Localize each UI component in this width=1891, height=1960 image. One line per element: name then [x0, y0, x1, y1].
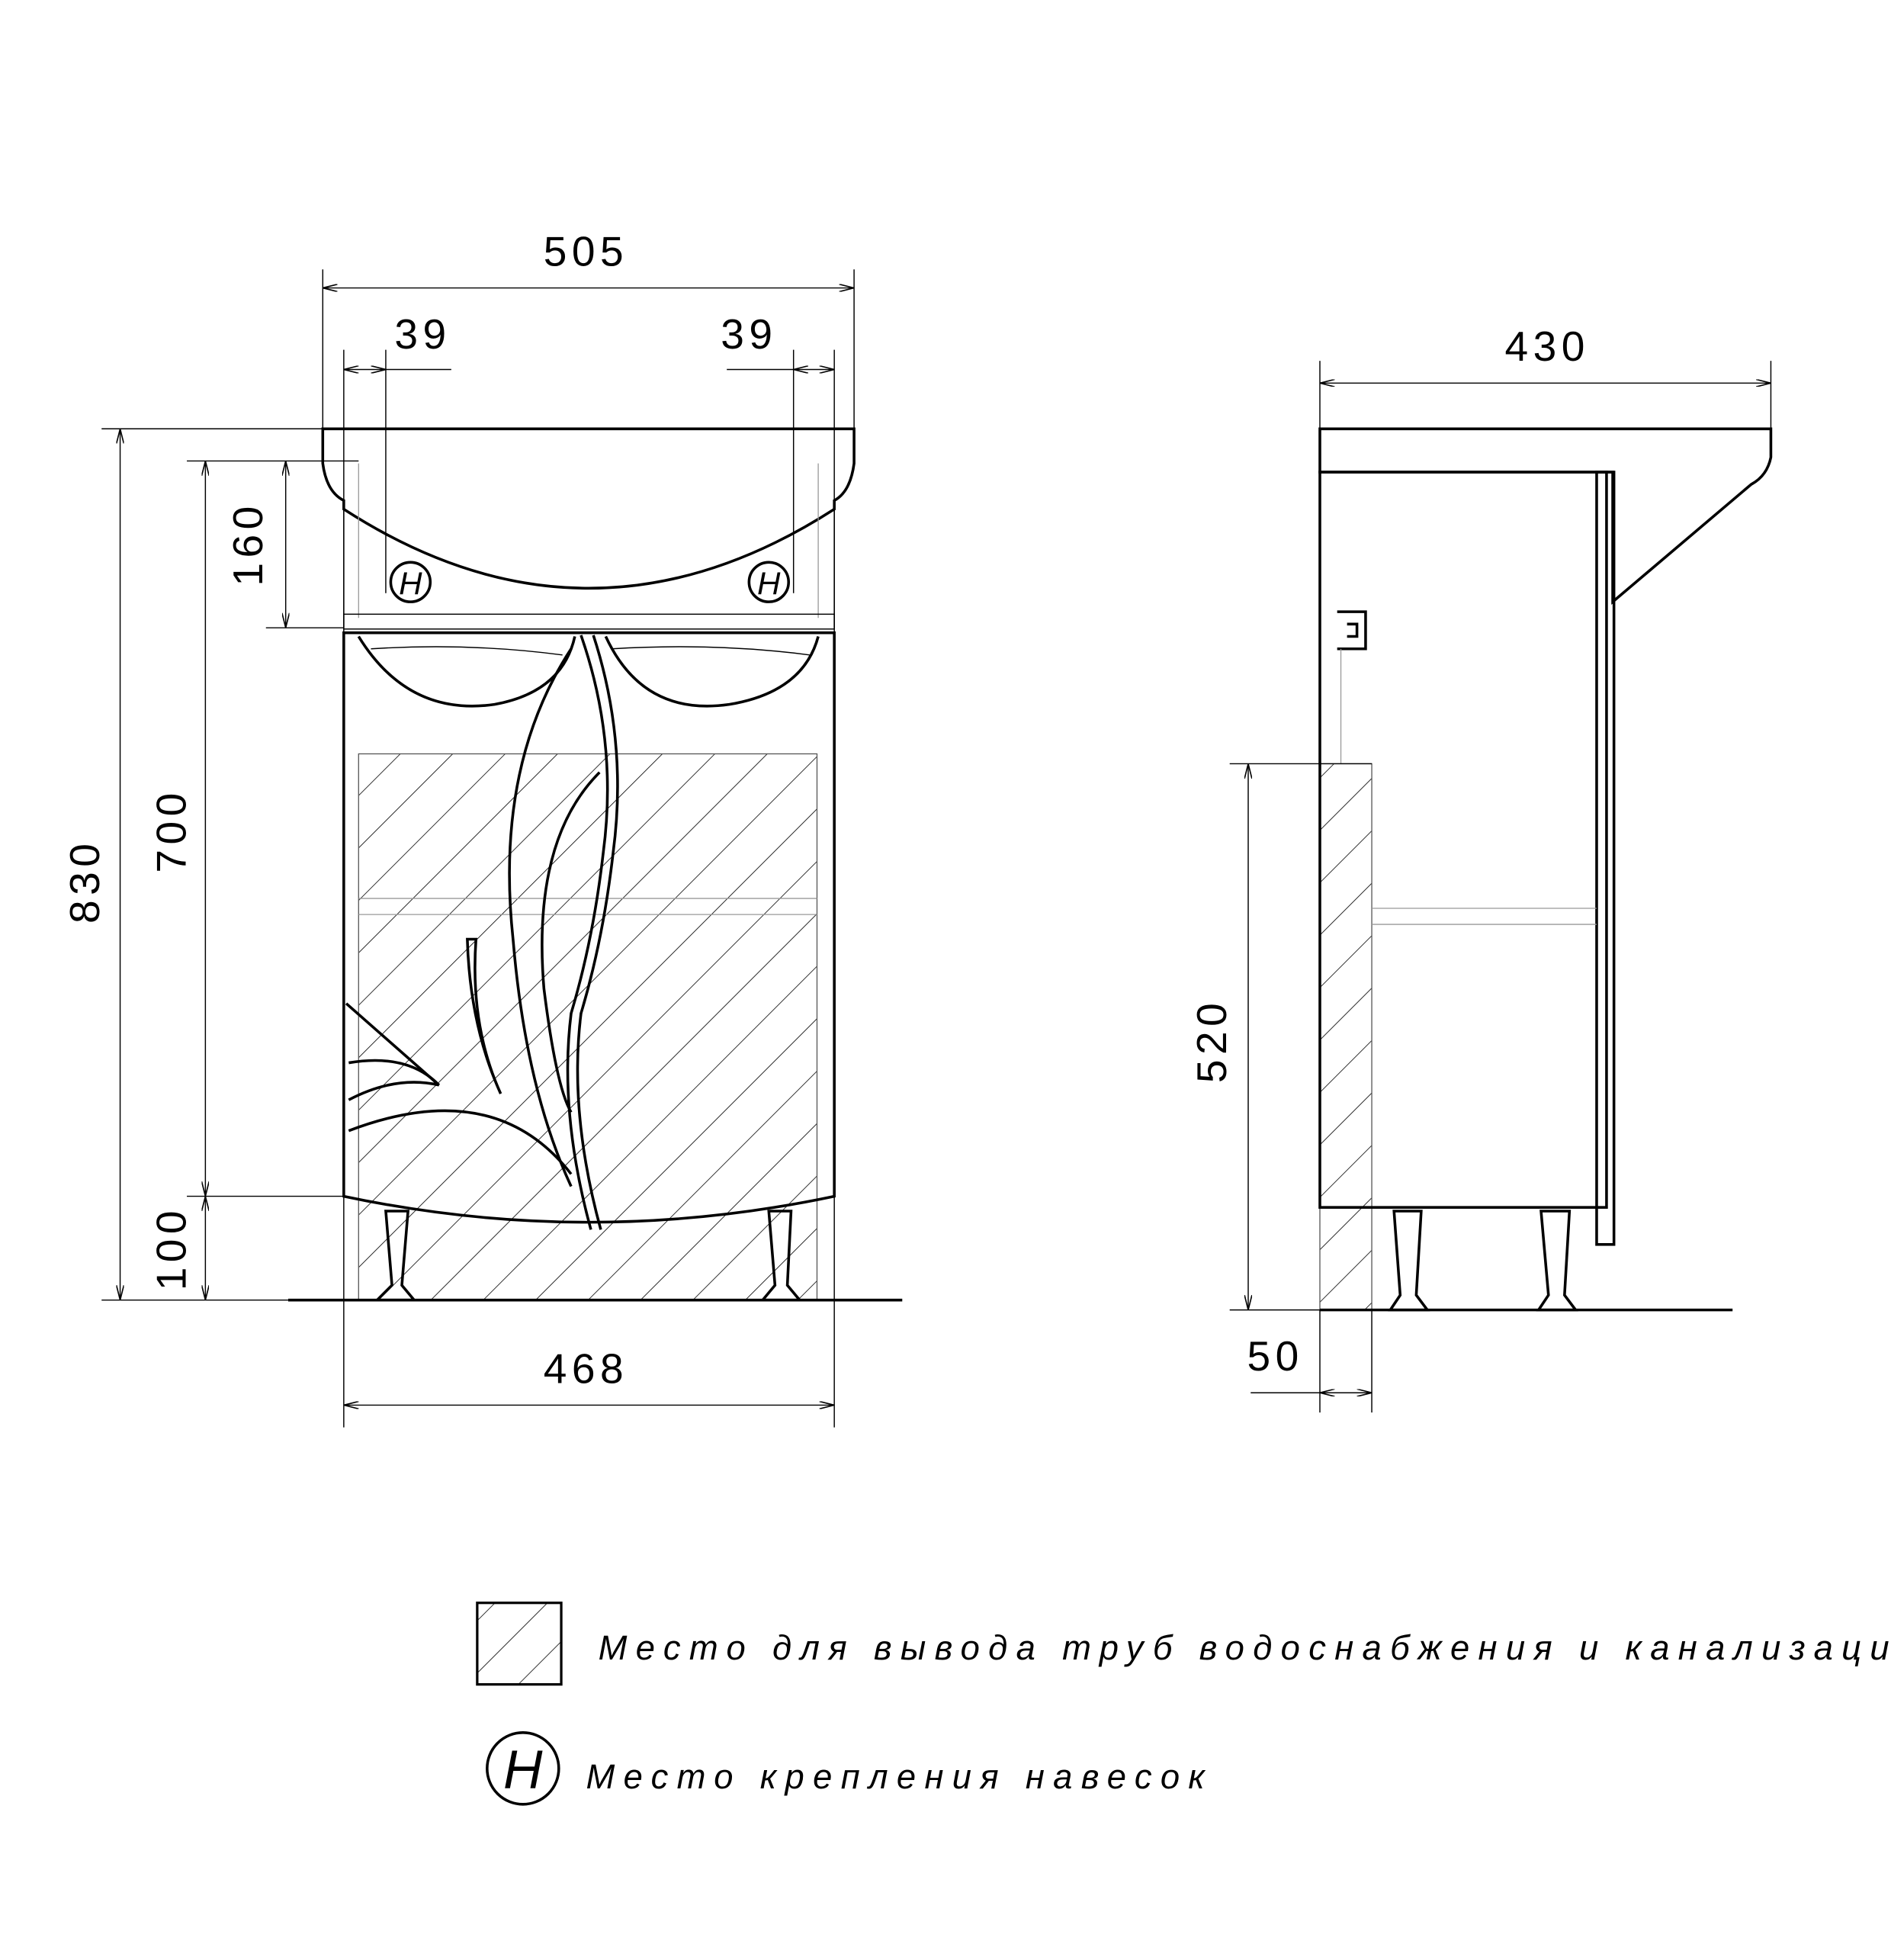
hanger-label: H: [399, 565, 422, 601]
pipe-zone-side: [1319, 763, 1372, 1311]
hinge: [1337, 610, 1367, 651]
leaf-decor: [345, 1002, 440, 1101]
pipe-zone-front: [358, 753, 818, 1301]
door-side: [1595, 471, 1616, 1246]
sink-side: [1318, 427, 1773, 605]
hanger-symbol: H: [503, 1740, 543, 1801]
top-band: [343, 613, 835, 630]
cabinet-side: [1318, 471, 1608, 1209]
leaf-decor: [348, 1059, 440, 1086]
dim-pipe-zone-height: 520: [1188, 998, 1235, 1083]
wave-decor-left: [371, 646, 563, 656]
dim-left-offset: 39: [394, 310, 451, 358]
leg: [1536, 1210, 1578, 1312]
leaf-decor: [466, 937, 502, 1094]
dim-overall-width: 505: [544, 227, 628, 275]
hanger-mark-left: H: [389, 561, 432, 603]
leaf-decor: [508, 647, 573, 1187]
dim-body-height: 700: [147, 788, 194, 872]
sink: [321, 427, 856, 590]
legend-item-hanger: H Место крепления навесок: [486, 1731, 1213, 1806]
door-split: [576, 635, 619, 1230]
hatched-square-icon: [476, 1602, 563, 1686]
dim-leg-height: 100: [147, 1206, 194, 1290]
dim-pipe-zone-depth: 50: [1247, 1332, 1304, 1380]
wave-decor-right: [612, 646, 810, 656]
hanger-label: H: [757, 565, 781, 601]
door-split: [566, 635, 609, 1230]
hanger-mark-right: H: [747, 561, 790, 603]
dim-body-width: 468: [544, 1345, 628, 1392]
legend-label: Место для вывода труб водоснабжения и ка…: [599, 1628, 1891, 1667]
legend: Место для вывода труб водоснабжения и ка…: [476, 1602, 1891, 1806]
side-view: 430 520 50: [1188, 323, 1773, 1413]
dim-overall-height: 830: [61, 839, 108, 924]
dim-depth: 430: [1504, 323, 1589, 370]
leaf-decor: [541, 771, 601, 1113]
dim-sink-height: 160: [224, 501, 271, 586]
hanger-mark-icon: [486, 1731, 560, 1806]
dim-right-offset: 39: [721, 310, 777, 358]
wave-decor-right: [604, 635, 820, 708]
front-view: H H 505 39: [61, 227, 903, 1428]
leg: [1388, 1210, 1430, 1312]
leaf-decor: [348, 1109, 573, 1175]
legend-label: Место крепления навесок: [586, 1757, 1213, 1796]
legend-item-pipe-zone: Место для вывода труб водоснабжения и ка…: [476, 1602, 1891, 1686]
